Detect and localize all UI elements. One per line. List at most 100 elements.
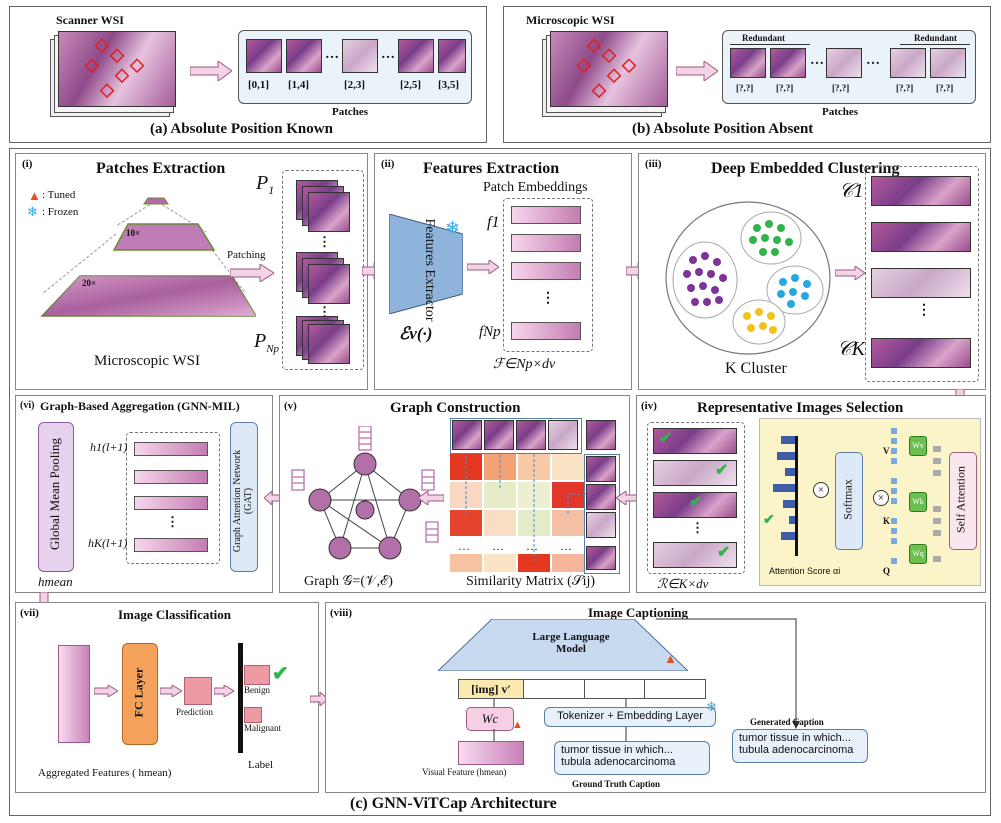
check-icon: ✔ bbox=[272, 663, 289, 685]
wc-box: Wc bbox=[466, 707, 514, 731]
patch-label-a-0: [0,1] bbox=[248, 79, 270, 91]
s5-title: Graph Construction bbox=[390, 400, 521, 416]
title-b: (b) Absolute Position Absent bbox=[632, 121, 814, 137]
section-graph-construction: (v) Graph Construction Graph 𝒢=(𝒱,ℰ) bbox=[279, 395, 630, 593]
s1-title: Patches Extraction bbox=[96, 160, 226, 177]
s2-subtitle: Patch Embeddings bbox=[483, 180, 588, 195]
microscopic-wsi-label: Microscopic WSI bbox=[526, 13, 615, 27]
visual-feature-bar bbox=[458, 741, 524, 765]
s8-num: (viii) bbox=[330, 607, 352, 619]
zoom-10: 10× bbox=[126, 228, 141, 238]
k-label: K bbox=[883, 516, 891, 526]
gat-block bbox=[230, 422, 258, 572]
section-gnn-mil: (vi) Graph-Based Aggregation (GNN-MIL) G… bbox=[15, 395, 273, 593]
patch-label-b-0: [?,?] bbox=[736, 83, 754, 93]
generated-caption-label: Generated Caption bbox=[750, 717, 824, 727]
p1-label: P bbox=[256, 172, 269, 194]
prediction-box bbox=[184, 677, 212, 705]
extractor-label: Features Extractor bbox=[422, 218, 437, 322]
fc-label: FC Layer bbox=[131, 667, 146, 718]
patch-label-a-4: [3,5] bbox=[438, 79, 460, 91]
s1-wsi-label: Microscopic WSI bbox=[94, 353, 200, 369]
llm-label: Large Language Model bbox=[532, 631, 610, 655]
sim-side-strip bbox=[584, 454, 620, 574]
hk-label: hK(l+1) bbox=[88, 536, 128, 550]
s3-num: (iii) bbox=[645, 158, 662, 170]
s3-title: Deep Embedded Clustering bbox=[711, 160, 900, 177]
patch-label-a-2: [2,3] bbox=[344, 79, 366, 91]
rmat-label: ℛ∈K×dv bbox=[657, 576, 709, 591]
gt-caption-box: tumor tissue in which... tubula adenocar… bbox=[554, 741, 710, 775]
fc-layer-block bbox=[122, 643, 158, 745]
patch-label-b-2: [?,?] bbox=[832, 83, 850, 93]
check-icon: ✔ bbox=[715, 462, 729, 479]
patching-label: Patching bbox=[227, 249, 266, 261]
wv-box: Wv bbox=[909, 436, 927, 456]
multiply-icon: × bbox=[813, 482, 829, 498]
agg-caption: Aggregated Features ( hmean) bbox=[38, 767, 172, 779]
ev-label: ℰv(·) bbox=[399, 324, 433, 343]
v-label: V bbox=[883, 446, 890, 456]
wk-box: Wk bbox=[909, 492, 927, 512]
qkv-columns bbox=[891, 428, 941, 564]
wsi-pyramid bbox=[40, 197, 256, 317]
s2-title: Features Extraction bbox=[423, 160, 560, 177]
section-features-extraction: (ii) Features Extraction Patch Embedding… bbox=[374, 153, 632, 390]
fn-label: fNp bbox=[479, 324, 501, 340]
gnn-stack-frame bbox=[126, 432, 220, 564]
fire-icon: ▲ bbox=[28, 188, 41, 203]
svg-text:…: … bbox=[492, 539, 504, 553]
similarity-matrix: ………… bbox=[450, 454, 588, 572]
embedding-stack-frame bbox=[503, 198, 593, 352]
patches-label-b: Patches bbox=[822, 106, 859, 118]
selected-tiles-frame bbox=[647, 422, 745, 574]
wsi-stack-b bbox=[542, 31, 670, 117]
s4-num: (iv) bbox=[641, 400, 657, 412]
section-captioning: (viii) Image Captioning Large Language M… bbox=[325, 602, 986, 793]
caption-flow-lines bbox=[493, 618, 800, 741]
main-title: (c) GNN-ViTCap Architecture bbox=[350, 795, 557, 812]
self-attention-label: Self Attention bbox=[953, 466, 968, 533]
prediction-label: Prediction bbox=[176, 707, 213, 717]
img-token: [img] v′ bbox=[458, 679, 524, 699]
generated-caption-box: tumor tissue in which... tubula adenocar… bbox=[732, 729, 868, 763]
panel-a: Scanner WSI … … [0,1] [1,4] [2,3] [2,5] … bbox=[9, 6, 487, 143]
softmax-block bbox=[835, 452, 863, 550]
s6-title: Graph-Based Aggregation (GNN-MIL) bbox=[40, 399, 240, 413]
aggregated-feature-block bbox=[58, 645, 90, 743]
k-cluster-label: K Cluster bbox=[725, 360, 787, 377]
legend-tuned: : Tuned bbox=[42, 189, 76, 201]
patch-label-a-1: [1,4] bbox=[288, 79, 310, 91]
title-a: (a) Absolute Position Known bbox=[150, 121, 333, 137]
s6-num: (vi) bbox=[20, 400, 35, 411]
patch-label-b-1: [?,?] bbox=[776, 83, 794, 93]
snowflake-icon: ❄ bbox=[27, 204, 38, 219]
check-icon: ✔ bbox=[689, 494, 703, 511]
h1-label: h1(l+1) bbox=[90, 440, 128, 454]
graph-label: Graph 𝒢=(𝒱,ℰ) bbox=[304, 574, 393, 589]
check-icon: ✔ bbox=[717, 544, 731, 561]
wq-box: Wq bbox=[909, 544, 927, 564]
fire-icon: ▲ bbox=[664, 651, 677, 666]
f1-label: f1 bbox=[487, 214, 500, 231]
label-caption: Label bbox=[248, 759, 274, 771]
zoom-20: 20× bbox=[82, 278, 97, 288]
section-representative-selection: (iv) Representative Images Selection ⋮ ✔… bbox=[636, 395, 986, 593]
p1-sub: 1 bbox=[268, 183, 275, 197]
svg-text:…: … bbox=[526, 539, 538, 553]
pn-sub: Np bbox=[266, 343, 280, 355]
section-clustering: (iii) Deep Embedded Clustering K Cluster bbox=[638, 153, 986, 390]
sim-top-strip bbox=[450, 418, 582, 454]
s2-num: (ii) bbox=[381, 158, 395, 170]
check-icon: ✔ bbox=[659, 430, 673, 447]
tokenizer-box: Tokenizer + Embedding Layer bbox=[544, 707, 716, 727]
llm-trapezoid bbox=[438, 619, 688, 671]
attention-bars bbox=[773, 436, 798, 556]
hmean-label: hmean bbox=[38, 574, 73, 589]
svg-text:…: … bbox=[458, 539, 470, 553]
redundant-label-1: Redundant bbox=[742, 33, 786, 43]
snowflake-icon: ❄ bbox=[706, 699, 717, 714]
gt-caption-label: Ground Truth Caption bbox=[572, 779, 661, 789]
visual-feature-label: Visual Feature (hmean) bbox=[422, 767, 507, 777]
patch-label-b-4: [?,?] bbox=[936, 83, 954, 93]
